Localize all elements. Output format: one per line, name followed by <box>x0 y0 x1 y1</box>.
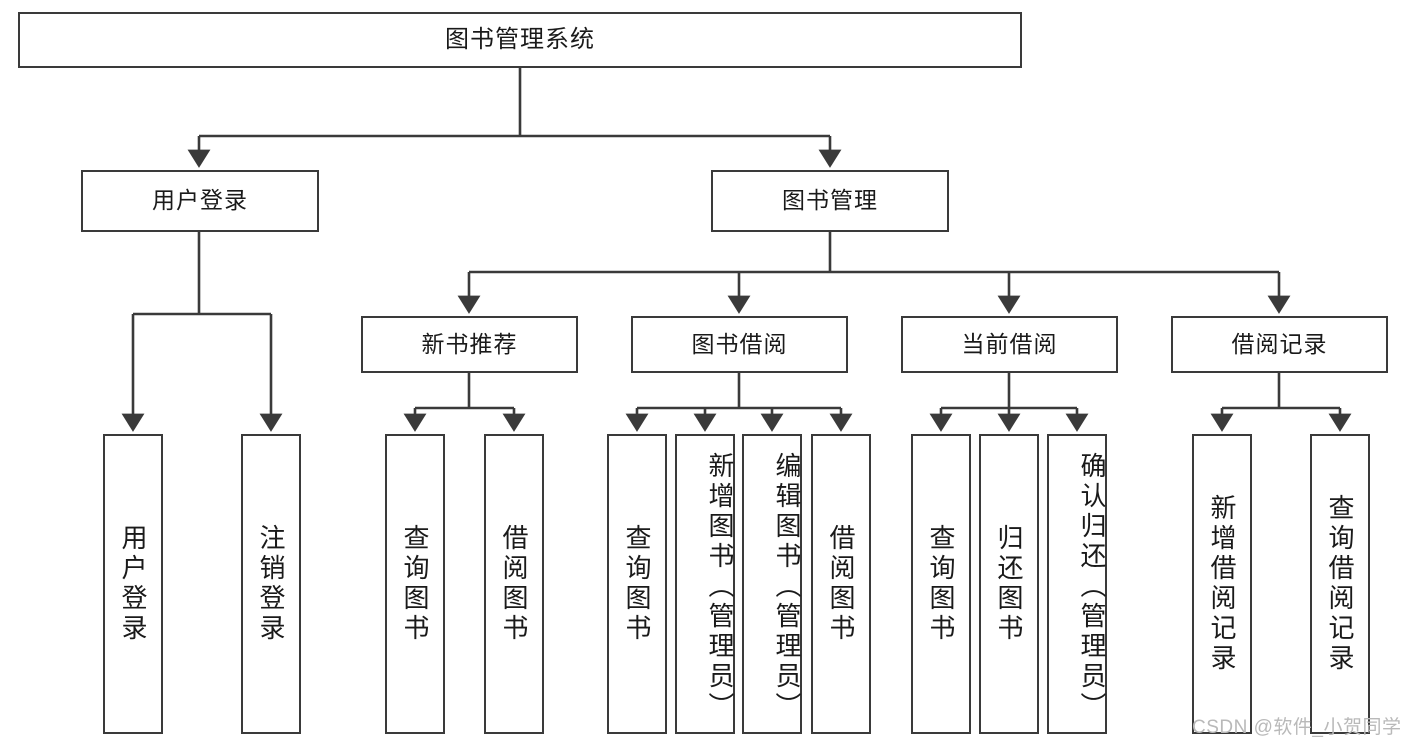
node-label: 借阅图书 <box>499 524 529 644</box>
node-book-borrow[interactable]: 图书借阅 <box>631 316 848 373</box>
node-label: 查询图书 <box>400 524 430 644</box>
node-root-system[interactable]: 图书管理系统 <box>18 12 1022 68</box>
node-new-book-recommend[interactable]: 新书推荐 <box>361 316 578 373</box>
node-label: 新增图书（管理员） <box>705 452 735 722</box>
node-label: 归还图书 <box>994 524 1024 644</box>
node-label: 查询图书 <box>926 524 956 644</box>
leaf-current-return-book[interactable]: 归还图书 <box>979 434 1039 734</box>
leaf-borrow-add-book[interactable]: 新增图书（管理员） <box>675 434 735 734</box>
leaf-current-confirm-return[interactable]: 确认归还（管理员） <box>1047 434 1107 734</box>
node-user-login[interactable]: 用户登录 <box>81 170 319 232</box>
leaf-borrow-edit-book[interactable]: 编辑图书（管理员） <box>742 434 802 734</box>
node-label: 查询借阅记录 <box>1325 494 1355 674</box>
node-book-management[interactable]: 图书管理 <box>711 170 949 232</box>
leaf-borrow-query-book[interactable]: 查询图书 <box>607 434 667 734</box>
node-label: 图书管理系统 <box>445 25 595 53</box>
node-label: 注销登录 <box>256 524 286 644</box>
node-label: 查询图书 <box>622 524 652 644</box>
node-label: 借阅记录 <box>1231 330 1328 357</box>
leaf-user-login-login[interactable]: 用户登录 <box>103 434 163 734</box>
node-label: 确认归还（管理员） <box>1077 452 1107 722</box>
leaf-current-query-book[interactable]: 查询图书 <box>911 434 971 734</box>
node-label: 图书借阅 <box>691 330 788 357</box>
node-label: 图书管理 <box>782 187 878 214</box>
node-label: 用户登录 <box>118 524 148 644</box>
leaf-new-book-query[interactable]: 查询图书 <box>385 434 445 734</box>
node-label: 当前借阅 <box>961 330 1058 357</box>
leaf-user-login-logout[interactable]: 注销登录 <box>241 434 301 734</box>
node-borrow-record[interactable]: 借阅记录 <box>1171 316 1388 373</box>
node-label: 编辑图书（管理员） <box>772 452 802 722</box>
node-label: 新增借阅记录 <box>1207 494 1237 674</box>
leaf-borrow-borrow-book[interactable]: 借阅图书 <box>811 434 871 734</box>
node-label: 借阅图书 <box>826 524 856 644</box>
node-label: 新书推荐 <box>421 330 518 357</box>
leaf-new-book-borrow[interactable]: 借阅图书 <box>484 434 544 734</box>
node-label: 用户登录 <box>152 187 248 214</box>
watermark: CSDN @软件_小贺同学 <box>1192 717 1402 738</box>
leaf-record-add[interactable]: 新增借阅记录 <box>1192 434 1252 734</box>
node-current-borrow[interactable]: 当前借阅 <box>901 316 1118 373</box>
leaf-record-query[interactable]: 查询借阅记录 <box>1310 434 1370 734</box>
